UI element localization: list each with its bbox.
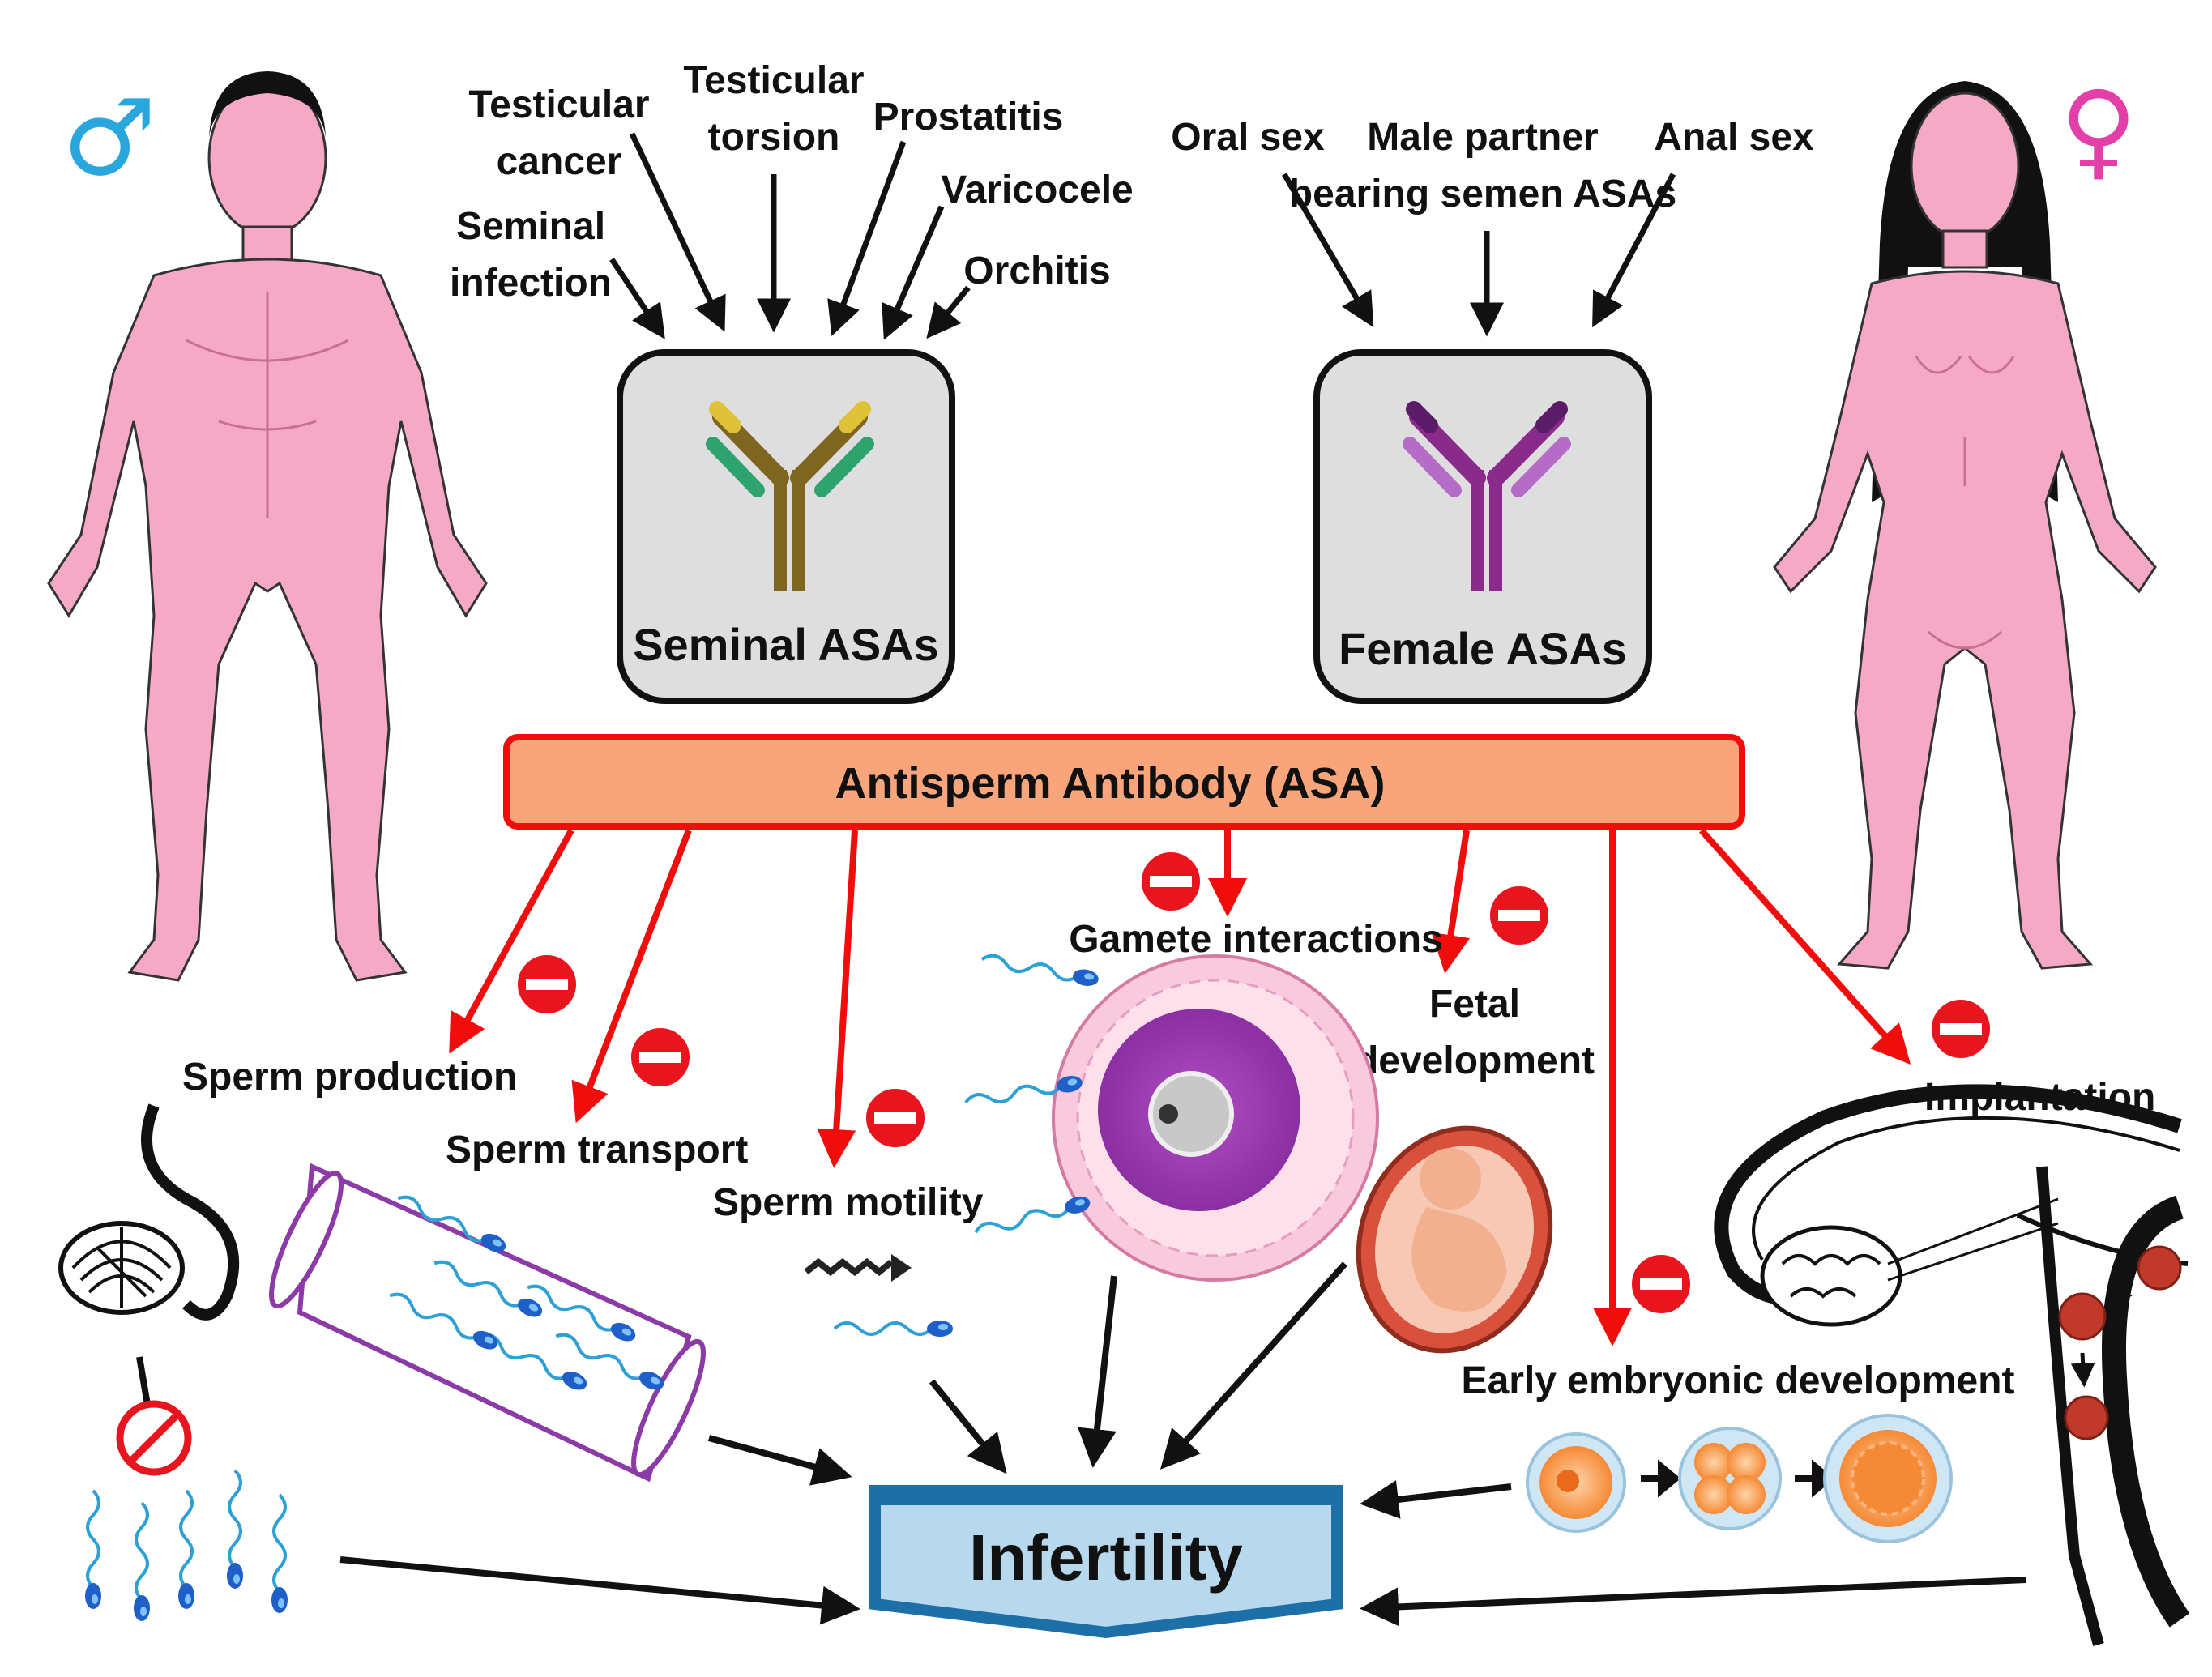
sperm-motility-illustration — [804, 1254, 954, 1338]
seminal-asas-label: Seminal ASAs — [633, 619, 939, 670]
arrow-to-sperm-production — [449, 829, 574, 1054]
asa-bar-label: Antisperm Antibody (ASA) — [835, 759, 1386, 808]
sperm-group-blocked — [83, 1469, 289, 1623]
uterus-illustration — [1714, 1084, 2190, 1646]
cause-anal-sex: Anal sex — [1654, 116, 1814, 159]
arrow-to-implantation — [1699, 828, 1911, 1065]
cause-oral-sex: Oral sex — [1171, 116, 1325, 159]
arrow-seminal-infection — [609, 258, 665, 339]
cause-testicular-cancer-line1: Testicular — [468, 83, 649, 126]
infertility-arrows — [339, 1261, 2026, 1627]
cause-male-partner-line2: bearing semen ASAs — [1289, 173, 1676, 215]
arrow-prostatitis — [827, 140, 907, 336]
no-entry-icon — [628, 1025, 693, 1090]
male-symbol-icon: ♂ — [62, 76, 157, 199]
arrow-fetal-to-infertility — [1159, 1261, 1347, 1470]
arrow-embryonic-to-infertility — [1360, 1480, 1512, 1519]
female-asas-box: Female ASAs — [1313, 349, 1652, 704]
arrow-gamete-to-infertility — [1078, 1275, 1117, 1468]
seminal-asas-box: Seminal ASAs — [617, 349, 955, 704]
cause-testicular-torsion-line1: Testicular — [683, 59, 864, 102]
cause-orchitis: Orchitis — [963, 250, 1110, 292]
effect-sperm-motility: Sperm motility — [713, 1181, 984, 1224]
no-entry-icon — [515, 952, 579, 1017]
testis-illustration — [58, 1103, 240, 1321]
arrow-to-sperm-transport — [571, 829, 692, 1124]
arrow-oral-sex — [1281, 173, 1374, 328]
embryo-stage-3 — [1823, 1414, 1953, 1543]
female-antibody-icon — [1403, 401, 1571, 591]
no-entry-icon — [1138, 849, 1203, 914]
female-asas-label: Female ASAs — [1339, 623, 1627, 674]
arrow-production-to-infertility — [339, 1556, 860, 1625]
oocyte-illustration — [1052, 954, 1379, 1282]
no-entry-icon — [1928, 996, 1993, 1061]
female-cause-arrows — [1281, 173, 1676, 337]
arrow-implantation-to-infertility — [1360, 1577, 2026, 1627]
male-cause-arrows — [609, 132, 971, 340]
effect-early-embryonic-development: Early embryonic development — [1462, 1359, 2015, 1402]
arrow-to-sperm-motility — [817, 830, 858, 1168]
effect-arrows — [449, 828, 1911, 1346]
effect-fetal-development-line1: Fetal — [1429, 983, 1520, 1026]
seminal-antibody-icon — [706, 401, 874, 591]
arrow-to-fetal-development — [1431, 830, 1471, 974]
female-symbol-icon: ♀ — [2060, 68, 2137, 191]
effect-gamete-interactions: Gamete interactions — [1069, 918, 1442, 961]
effect-fetal-development-line2: development — [1355, 1039, 1595, 1082]
effect-sperm-production: Sperm production — [182, 1056, 517, 1099]
arrow-embryo-2-3 — [1795, 1459, 1835, 1498]
cause-testicular-cancer-line2: cancer — [497, 140, 622, 183]
arrow-motility-to-infertility — [929, 1379, 1007, 1474]
cause-seminal-infection-line1: Seminal — [456, 205, 605, 248]
embryo-stage-1 — [1526, 1432, 1626, 1533]
arrow-testicular-cancer — [629, 132, 726, 332]
no-entry-icon — [1629, 1252, 1693, 1316]
sperm-transport-tube — [269, 1163, 706, 1483]
no-entry-icon — [863, 1086, 928, 1150]
implanting-embryos — [2058, 1245, 2182, 1440]
arrow-orchitis — [926, 285, 971, 339]
cause-male-partner-line1: Male partner — [1367, 116, 1598, 159]
cause-prostatitis: Prostatitis — [873, 96, 1064, 139]
infertility-label: Infertility — [969, 1521, 1243, 1594]
infertility-box: Infertility — [869, 1485, 1343, 1639]
male-body-figure — [47, 71, 488, 982]
asa-bar: Antisperm Antibody (ASA) — [503, 734, 1745, 830]
effect-sperm-transport: Sperm transport — [446, 1129, 748, 1171]
prohibited-icon — [116, 1400, 192, 1476]
cause-seminal-infection-line2: infection — [450, 262, 612, 305]
arrow-varicocele — [882, 205, 945, 340]
embryo-stage-2 — [1678, 1427, 1782, 1530]
fetus-illustration — [1356, 1125, 1553, 1354]
no-entry-icon — [1487, 883, 1552, 948]
cause-testicular-torsion-line2: torsion — [708, 116, 840, 159]
arrow-embryo-1-2 — [1641, 1459, 1681, 1498]
cause-varicocele: Varicocele — [941, 169, 1134, 211]
arrow-anal-sex — [1592, 173, 1676, 328]
female-body-figure — [1773, 81, 2157, 970]
arrow-transport-to-infertility — [707, 1435, 852, 1486]
